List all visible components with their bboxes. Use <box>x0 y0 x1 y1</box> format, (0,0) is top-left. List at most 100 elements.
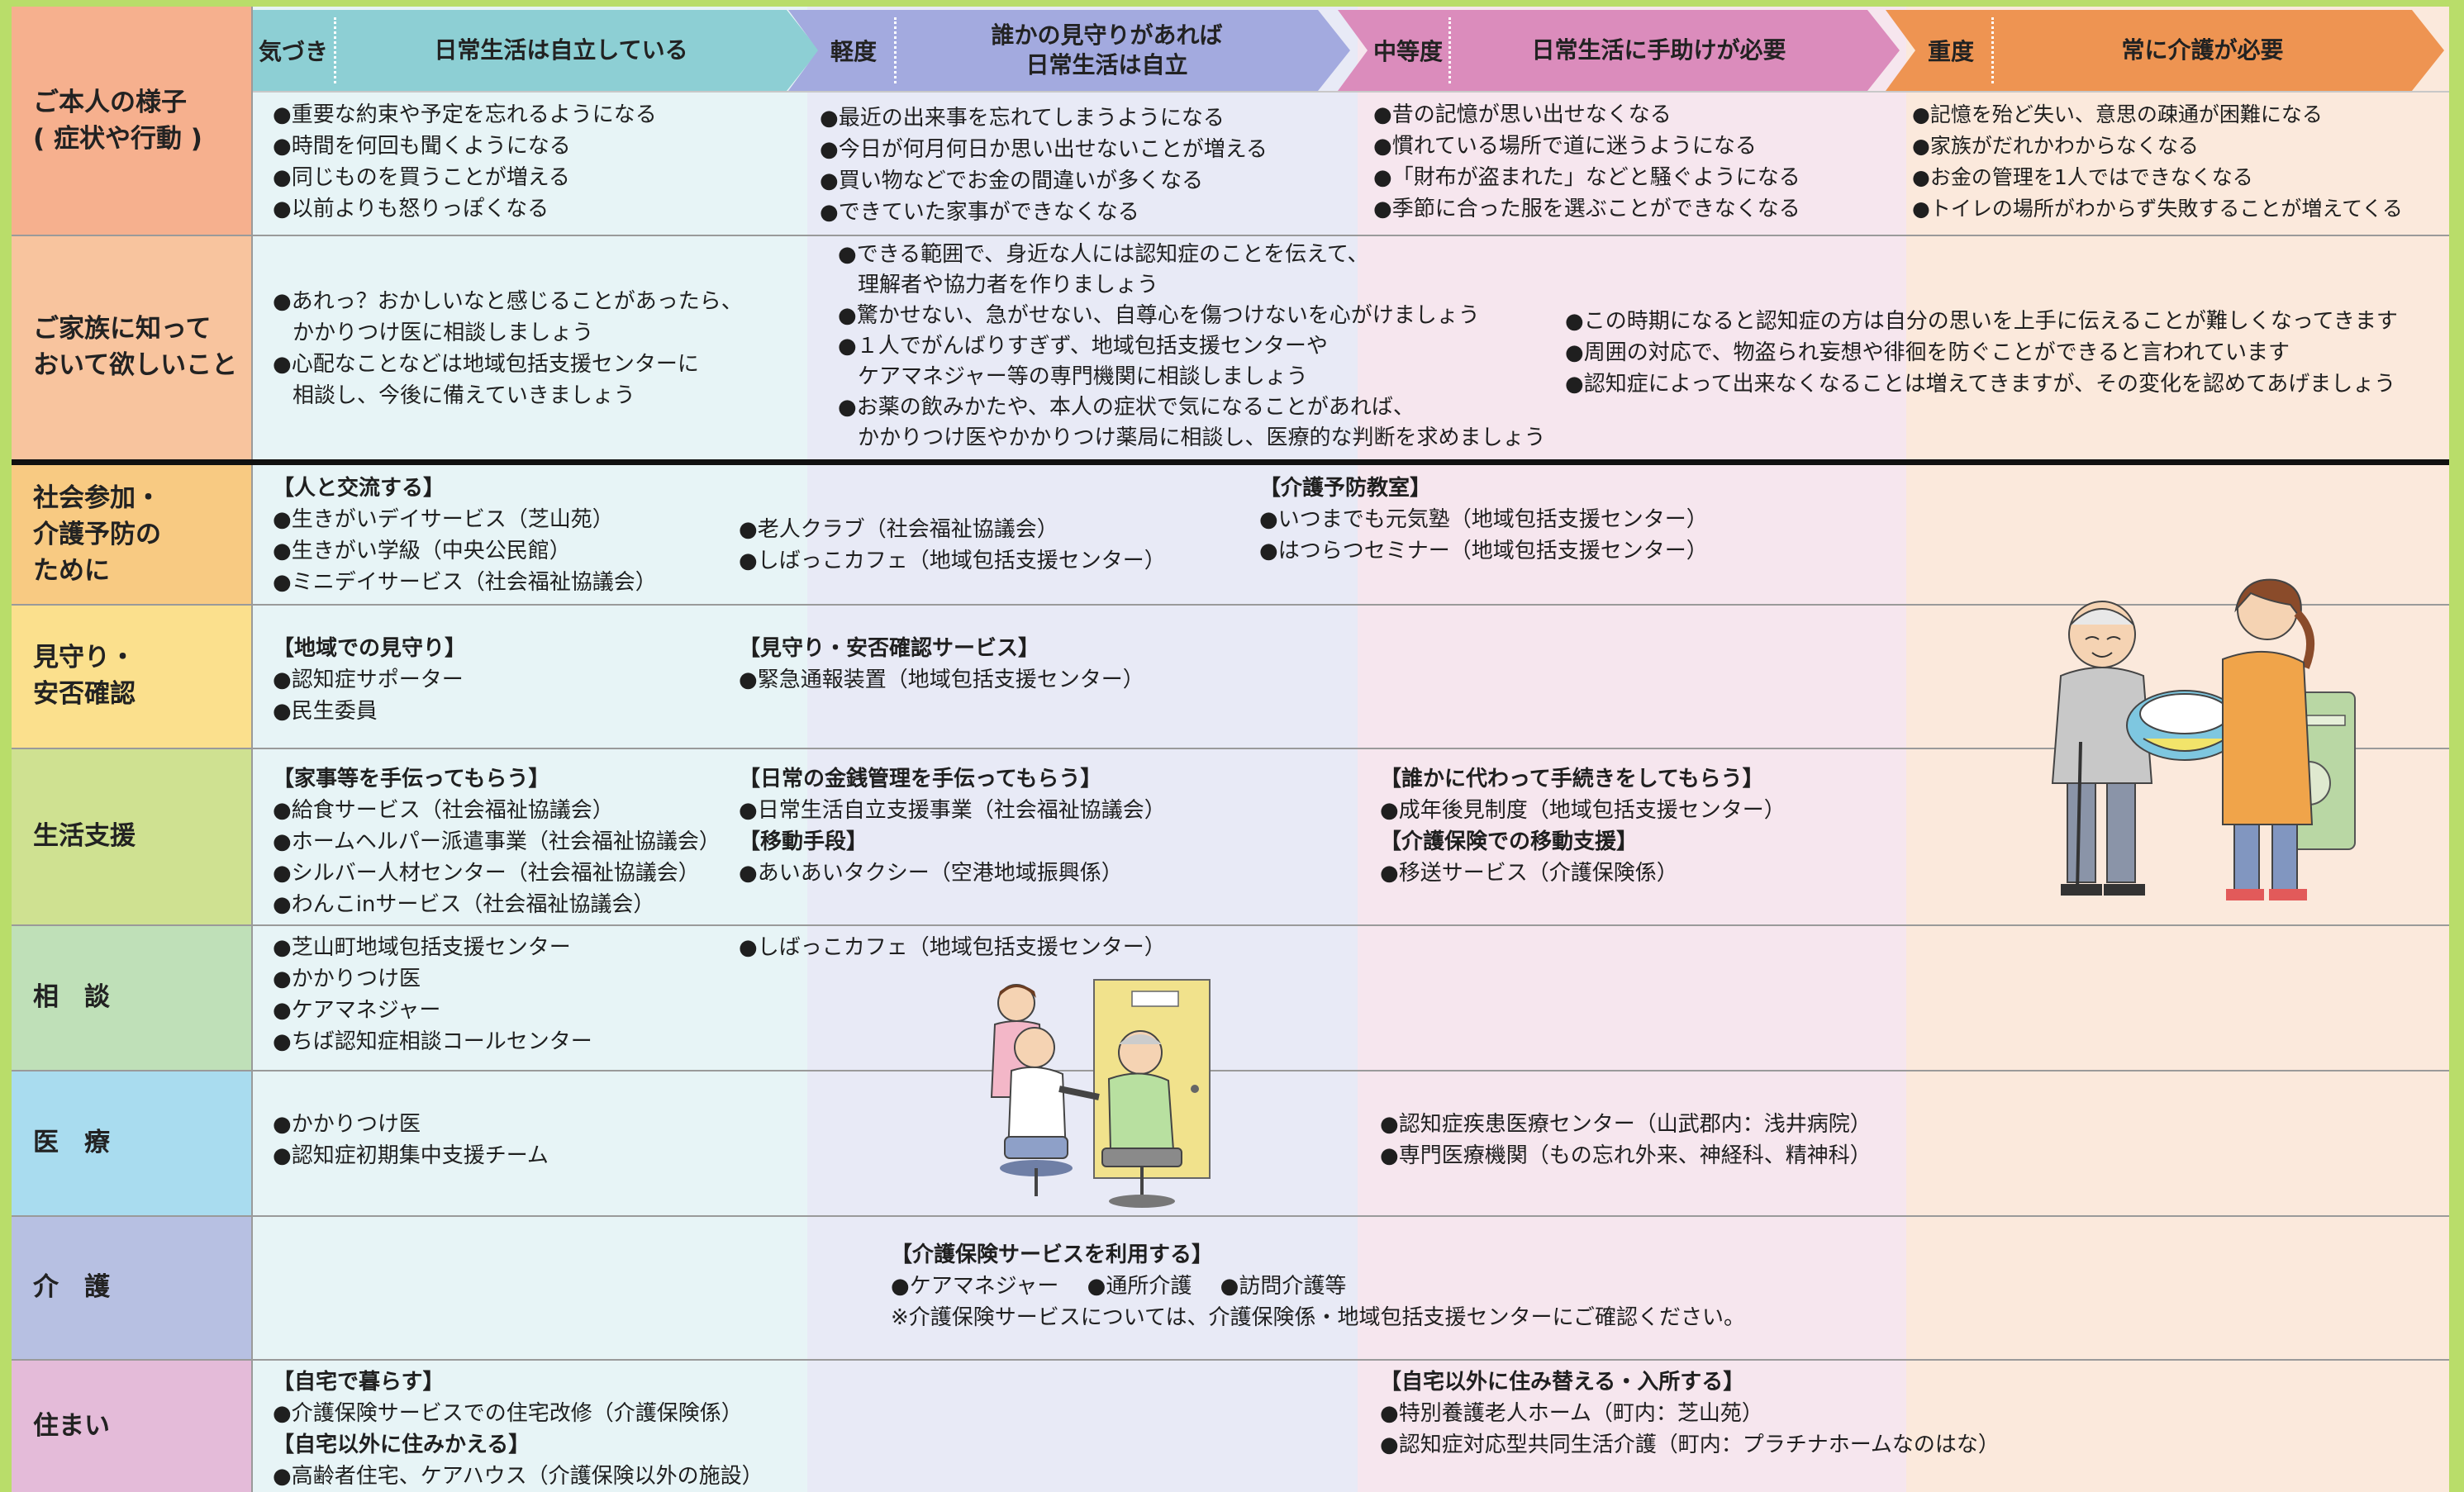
stage-title-line-2: 日常生活は自立 <box>1025 51 1188 78</box>
stage-arrow-4: 重度 常に介護が必要 <box>1886 10 2444 91</box>
list-item: できる範囲で、身近な人には認知症のことを伝えて、 <box>838 240 1546 270</box>
list-item: 最近の出来事を忘れてしまうようになる <box>820 102 1268 134</box>
group-heading: 【自宅以外に住み替える・入所する】 <box>1380 1370 1745 1395</box>
list-item: はつらつセミナー（地域包括支援センター） <box>1259 535 1708 567</box>
list-item: ミニデイサービス（社会福祉協議会） <box>273 567 657 598</box>
row-divider <box>12 235 2449 236</box>
list-item-continuation: 理解者や協力者を作りましょう <box>858 273 1159 297</box>
row-divider <box>12 1359 2449 1361</box>
group-heading: 【自宅で暮らす】 <box>273 1370 445 1395</box>
social-group-3: 【介護予防教室】 いつまでも元気塾（地域包括支援センター） はつらつセミナー（地… <box>1259 473 1708 567</box>
list-item: 認知症疾患医療センター（山武郡内：浅井病院） <box>1380 1109 1872 1140</box>
list-item: 民生委員 <box>273 696 466 727</box>
list-item: 認知症によって出来なくなることは増えてきますが、その変化を認めてあげましょう <box>1565 368 2398 400</box>
life-group-3: 【誰かに代わって手続きをしてもらう】 成年後見制度（地域包括支援センター） 【介… <box>1380 763 1786 889</box>
row-header-medical: 医 療 <box>12 1070 253 1215</box>
stage-arrow-2: 軽度 誰かの見守りがあれば 日常生活は自立 <box>788 10 1350 91</box>
consult-group-2: しばっこカフェ（地域包括支援センター） <box>739 932 1166 963</box>
group-heading: 【見守り・安否確認サービス】 <box>739 636 1040 661</box>
list-item: １人でがんばりすぎず、地域包括支援センターや <box>838 331 1546 362</box>
list-item-continuation: ケアマネジャー等の専門機関に相談しましょう <box>858 364 1308 389</box>
list-item: 季節に合った服を選ぶことができなくなる <box>1373 193 1800 225</box>
list-item: ケアマネジャー <box>273 995 592 1026</box>
list-item: 今日が何月何日か思い出せないことが増える <box>820 134 1268 165</box>
stage-level: 重度 <box>1927 38 1974 65</box>
list-item: 給食サービス（社会福祉協議会） <box>273 795 721 826</box>
row-header-line: 介 護 <box>33 1272 110 1302</box>
list-item: 高齢者住宅、ケアハウス（介護保険以外の施設） <box>273 1461 763 1492</box>
list-item: 専門医療機関（もの忘れ外来、神経科、精神科） <box>1380 1140 1872 1171</box>
group-heading: 【地域での見守り】 <box>273 636 467 661</box>
list-item-continuation: 相談し、今後に備えていきましょう <box>293 383 635 408</box>
row-header-line: 社会参加・ <box>33 483 161 513</box>
list-item: 日常生活自立支援事業（社会福祉協議会） <box>739 795 1166 826</box>
list-item: 訪問介護等 <box>1220 1274 1347 1299</box>
row-header-line: おいて欲しいこと <box>33 350 238 380</box>
symptoms-cell-4: 記憶を殆ど失い、意思の疎通が困難になる 家族がだれかわからなくなる お金の管理を… <box>1912 99 2403 225</box>
list-item: 生きがい学級（中央公民館） <box>273 535 657 567</box>
list-item: あいあいタクシー（空港地域振興係） <box>739 858 1166 889</box>
list-item: ちば認知症相談コールセンター <box>273 1026 592 1057</box>
stage-separator <box>894 17 897 83</box>
watch-group-2: 【見守り・安否確認サービス】 緊急通報装置（地域包括支援センター） <box>739 633 1144 696</box>
watch-group-1: 【地域での見守り】 認知症サポーター 民生委員 <box>273 633 466 727</box>
list-item: 「財布が盗まれた」などと騒ぐようになる <box>1373 162 1800 193</box>
stage-level: 気づき <box>258 38 328 65</box>
row-header-housing: 住まい <box>12 1359 253 1492</box>
stage-separator <box>334 17 336 83</box>
list-item: この時期になると認知症の方は自分の思いを上手に伝えることが難しくなってきます <box>1565 306 2398 337</box>
medical-group-3: 認知症疾患医療センター（山武郡内：浅井病院） 専門医療機関（もの忘れ外来、神経科… <box>1380 1109 1872 1171</box>
list-item: 驚かせない、急がせない、自尊心を傷つけないを心がけましょう <box>838 301 1546 331</box>
family-cell-1: あれっ？おかしいなと感じることがあったら、 かかりつけ医に相談しましょう 心配な… <box>273 286 743 411</box>
list-item: 心配なことなどは地域包括支援センターに <box>273 349 743 380</box>
list-item: 時間を何回も聞くようになる <box>273 131 657 162</box>
list-item: いつまでも元気塾（地域包括支援センター） <box>1259 504 1708 535</box>
row-header-line: ( 症状や行動 ) <box>33 124 202 154</box>
list-item: 芝山町地域包括支援センター <box>273 932 592 963</box>
group-heading: 【家事等を手伝ってもらう】 <box>273 767 550 791</box>
list-item: 成年後見制度（地域包括支援センター） <box>1380 795 1786 826</box>
row-header-life: 生活支援 <box>12 748 253 924</box>
row-header-line: 医 療 <box>33 1128 110 1157</box>
list-item: 緊急通報装置（地域包括支援センター） <box>739 664 1144 696</box>
care-note: ※介護保険サービスについては、介護保険係・地域包括支援センターにご確認ください。 <box>891 1305 1745 1330</box>
caregiver-illustration <box>2051 578 2356 900</box>
list-item-continuation: かかりつけ医に相談しましょう <box>293 321 594 345</box>
stage-separator <box>1448 17 1451 83</box>
row-header-care: 介 護 <box>12 1215 253 1359</box>
list-item: お金の管理を1人ではできなくなる <box>1912 162 2403 193</box>
life-group-2: 【日常の金銭管理を手伝ってもらう】 日常生活自立支援事業（社会福祉協議会） 【移… <box>739 763 1166 889</box>
symptoms-cell-2: 最近の出来事を忘れてしまうようになる 今日が何月何日か思い出せないことが増える … <box>820 102 1268 228</box>
group-heading: 【人と交流する】 <box>273 476 445 501</box>
list-item: 通所介護 <box>1087 1274 1192 1299</box>
list-item: 同じものを買うことが増える <box>273 162 657 193</box>
list-item: 以前よりも怒りっぽくなる <box>273 193 657 225</box>
list-item: しばっこカフェ（地域包括支援センター） <box>739 545 1166 577</box>
list-item: 生きがいデイサービス（芝山苑） <box>273 504 657 535</box>
stage-column-1 <box>253 7 807 1492</box>
list-item: トイレの場所がわからず失敗することが増えてくる <box>1912 193 2403 225</box>
doctor-consultation-illustration <box>990 979 1211 1208</box>
stage-level: 軽度 <box>830 38 877 65</box>
header-divider <box>253 91 2449 93</box>
list-item: シルバー人材センター（社会福祉協議会） <box>273 858 721 889</box>
row-header-line: 相 談 <box>33 982 110 1012</box>
group-heading: 【日常の金銭管理を手伝ってもらう】 <box>739 767 1102 791</box>
row-header-symptoms: ご本人の様子( 症状や行動 ) <box>12 7 253 235</box>
group-heading: 【自宅以外に住みかえる】 <box>273 1433 530 1457</box>
row-header-line: 見守り・ <box>33 643 136 672</box>
list-item: 介護保険サービスでの住宅改修（介護保険係） <box>273 1398 763 1429</box>
list-item: できていた家事ができなくなる <box>820 197 1268 228</box>
group-heading: 【介護保険での移動支援】 <box>1380 829 1639 854</box>
social-group-2: 老人クラブ（社会福祉協議会） しばっこカフェ（地域包括支援センター） <box>739 514 1166 577</box>
list-item: 買い物などでお金の間違いが多くなる <box>820 165 1268 197</box>
list-item: 記憶を殆ど失い、意思の疎通が困難になる <box>1912 99 2403 131</box>
row-header-line: ご家族に知って <box>33 314 212 344</box>
dementia-care-path-sheet: 気づき 日常生活は自立している 軽度 誰かの見守りがあれば 日常生活は自立 中等… <box>12 7 2449 1492</box>
housing-group-1: 【自宅で暮らす】 介護保険サービスでの住宅改修（介護保険係） 【自宅以外に住みか… <box>273 1366 763 1492</box>
list-item: あれっ？おかしいなと感じることがあったら、 <box>273 286 743 317</box>
row-header-line: 安否確認 <box>33 679 136 709</box>
row-divider <box>12 748 2449 749</box>
list-item: 特別養護老人ホーム（町内：芝山苑） <box>1380 1398 2000 1429</box>
stage-separator <box>1991 17 1994 83</box>
